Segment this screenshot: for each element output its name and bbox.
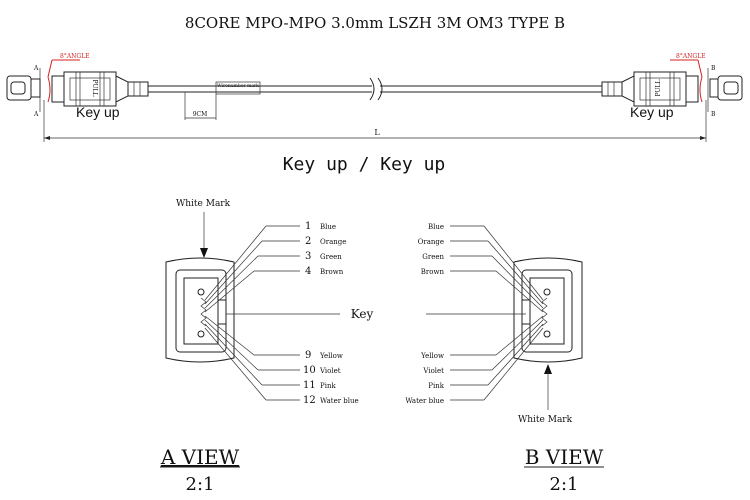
orientation-caption: Key up / Key up xyxy=(283,154,446,175)
b-view-scale: 2:1 xyxy=(550,474,579,495)
b-view-fiber-row xyxy=(541,297,548,327)
a-fiber-color: Brown xyxy=(320,268,344,276)
b-view-title: B VIEW xyxy=(525,445,604,469)
a-fiber-num: 2 xyxy=(305,236,311,247)
connector-right xyxy=(601,71,699,107)
a-view-ferrule xyxy=(183,277,219,345)
a-fiber-color: Orange xyxy=(320,238,346,246)
a-view-fiber-row xyxy=(200,297,207,327)
end-b-bottom-label: B xyxy=(711,111,716,118)
end-a-top-label: A xyxy=(33,65,39,72)
a-fiber-num: 3 xyxy=(305,251,311,262)
b-fiber-color: Water blue xyxy=(405,397,444,405)
pull-label-right: PULL xyxy=(655,80,662,97)
a-view-outer-shell xyxy=(165,257,235,363)
a-view-guide-hole-bottom xyxy=(197,330,205,338)
b-view-outer-shell xyxy=(513,257,583,363)
b-fiber-color: Blue xyxy=(428,223,444,231)
a-fiber-num: 9 xyxy=(305,350,311,361)
b-view-guide-hole-bottom xyxy=(543,330,551,338)
a-fiber-num: 4 xyxy=(305,266,311,277)
b-fiber-color: Pink xyxy=(428,382,444,390)
wire-number-mark xyxy=(215,81,261,95)
a-fiber-color: Violet xyxy=(319,367,341,375)
a-view-title: A VIEW xyxy=(160,445,240,469)
a-fiber-color: Pink xyxy=(320,382,336,390)
angle-label-left: 8°ANGLE xyxy=(60,53,90,60)
a-fiber-color: Water blue xyxy=(320,397,359,405)
key-up-label-left: Key up xyxy=(76,104,120,120)
end-b-top-label: B xyxy=(711,65,716,72)
a-view-key xyxy=(217,299,227,325)
angle-marker-left xyxy=(47,76,51,103)
dim-L-label: L xyxy=(374,128,380,137)
b-view-white-mark-arrow xyxy=(544,364,552,374)
drawing-title: 8CORE MPO-MPO 3.0mm LSZH 3M OM3 TYPE B xyxy=(185,14,565,32)
a-fiber-color: Yellow xyxy=(319,352,343,360)
dust-cap-left xyxy=(6,75,41,101)
angle-label-right: 8°ANGLE xyxy=(676,53,706,60)
wire-mark-label: Wirenumber mark xyxy=(217,83,259,89)
b-fiber-color: Orange xyxy=(418,238,444,246)
key-up-label-right: Key up xyxy=(630,104,674,120)
a-fiber-color: Blue xyxy=(320,223,336,231)
b-view-key xyxy=(521,299,531,325)
b-fiber-color: Green xyxy=(422,253,444,261)
cable-diagram: A A 8°ANGLE PULL Key up xyxy=(6,53,743,142)
a-fiber-color: Green xyxy=(320,253,342,261)
b-fiber-color: Brown xyxy=(421,268,445,276)
a-view: White Mark 1 Blue 2 Orange 3 Green 4 Bro… xyxy=(160,199,359,495)
b-view-ferrule xyxy=(529,277,565,345)
a-fiber-num: 10 xyxy=(303,365,316,376)
b-view-guide-hole-top xyxy=(543,288,551,296)
break-symbol xyxy=(369,77,383,101)
angle-marker-right xyxy=(699,76,703,103)
connector-left xyxy=(51,71,149,107)
dust-cap-right xyxy=(709,75,743,101)
a-view-scale: 2:1 xyxy=(186,474,215,495)
b-view-white-mark-label: White Mark xyxy=(518,415,573,425)
b-fiber-color: Yellow xyxy=(420,352,444,360)
a-fiber-num: 11 xyxy=(303,380,316,391)
key-label: Key xyxy=(351,307,374,321)
dim-9cm-label: 9CM xyxy=(193,111,208,118)
b-view: Blue Orange Green Brown Yellow Violet Pi… xyxy=(405,223,604,495)
pull-label-left: PULL xyxy=(91,80,98,97)
a-fiber-num: 1 xyxy=(305,221,311,232)
b-fiber-color: Violet xyxy=(422,367,444,375)
a-fiber-num: 12 xyxy=(303,395,316,406)
end-a-bottom-label: A xyxy=(33,111,39,118)
a-view-white-mark-label: White Mark xyxy=(176,199,231,209)
a-view-guide-hole-top xyxy=(197,288,205,296)
a-view-white-mark-arrow xyxy=(200,248,208,258)
